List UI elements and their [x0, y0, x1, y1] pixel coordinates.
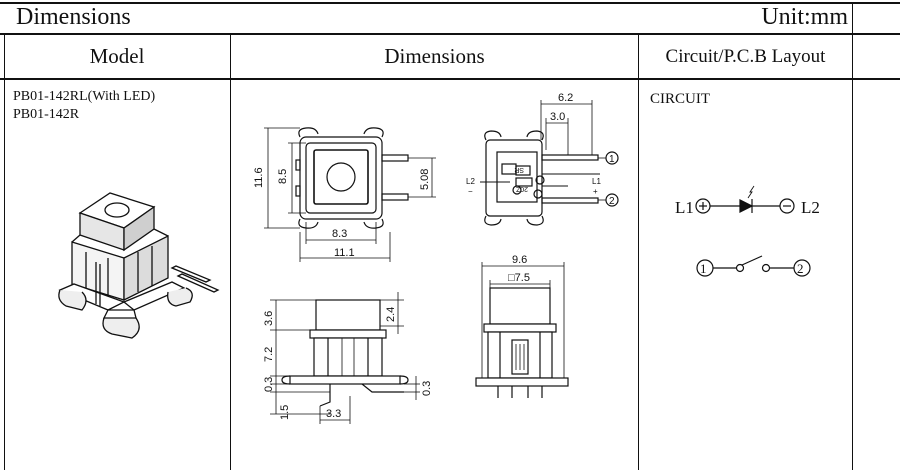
led-circuit-symbol — [695, 185, 795, 214]
front-view-drawing — [475, 262, 569, 398]
column-header-model: Model — [89, 44, 145, 68]
header-divider — [0, 33, 900, 35]
front-view-dimensions: 9.6 □7.5 — [508, 254, 530, 284]
switch-pin2-number: 2 — [797, 261, 804, 276]
model-list: PB01-142RL(With LED) PB01-142R — [13, 88, 155, 124]
lead-minus-label: L2 — [466, 177, 475, 186]
side-view-drawing — [270, 292, 420, 424]
right-border — [852, 2, 853, 470]
dim-offset: 3.0 — [550, 111, 565, 123]
dim-pin-width: 3.3 — [326, 408, 341, 420]
pcb-mark-top: SR — [514, 166, 524, 173]
pcb-mark-bottom: 20Z — [515, 185, 528, 192]
dim-height-outer: 11.6 — [253, 167, 265, 188]
dim-body-height: 7.2 — [263, 347, 275, 362]
unit-label: Unit:mm — [761, 4, 848, 30]
dim-base-thickness: 0.3 — [263, 377, 275, 392]
dim-width-outer: 11.1 — [334, 247, 355, 259]
top-border — [0, 2, 900, 4]
lead-plus-label: L1 — [592, 177, 601, 186]
side-view-dimensions: 3.6 2.4 7.2 0.3 0.3 1.5 3.3 — [263, 307, 433, 420]
dim-travel: 2.4 — [385, 307, 397, 322]
dim-pin-pitch: 5.08 — [419, 169, 431, 190]
dim-cap-height: 3.6 — [263, 311, 275, 326]
pcb-pin2-number: 2 — [609, 196, 615, 207]
pcb-view-dimensions: 6.2 3.0 L2 − L1 + SR 20Z 1 2 — [466, 92, 615, 207]
pcb-pin1-number: 1 — [609, 154, 615, 165]
dim-pin-length: 1.5 — [279, 405, 291, 420]
dim-front-width: 9.6 — [512, 254, 527, 266]
dim-height-inner: 8.5 — [277, 169, 289, 184]
switch-isometric-illustration — [58, 192, 220, 339]
top-view-drawing — [264, 127, 436, 262]
dim-cap-square: □7.5 — [508, 272, 530, 284]
circuit-label: CIRCUIT — [650, 91, 710, 107]
switch-pin1-number: 1 — [700, 261, 707, 276]
pcb-view-drawing — [480, 100, 619, 226]
page-title: Dimensions — [16, 4, 131, 30]
led-right-label: L2 — [801, 198, 820, 217]
column-header-divider — [0, 78, 900, 80]
lead-plus-sign: + — [593, 187, 598, 196]
lead-minus-sign: − — [468, 187, 473, 196]
model-name: PB01-142RL(With LED) — [13, 89, 156, 104]
dim-pin-offset: 0.3 — [421, 381, 433, 396]
dim-width-inner: 8.3 — [332, 228, 347, 240]
switch-circuit-symbol — [696, 255, 811, 277]
circuit-labels: L1 L2 1 2 — [675, 198, 820, 276]
column-header-dimensions: Dimensions — [384, 44, 485, 68]
led-left-label: L1 — [675, 198, 694, 217]
top-view-dimensions: 11.6 8.5 5.08 8.3 11.1 — [253, 167, 431, 259]
left-border — [4, 33, 5, 470]
model-name: PB01-142R — [13, 107, 80, 122]
column-divider-1 — [230, 33, 231, 470]
column-divider-2 — [638, 33, 639, 470]
dim-overall: 6.2 — [558, 92, 573, 104]
column-header-layout: Circuit/P.C.B Layout — [665, 46, 826, 67]
